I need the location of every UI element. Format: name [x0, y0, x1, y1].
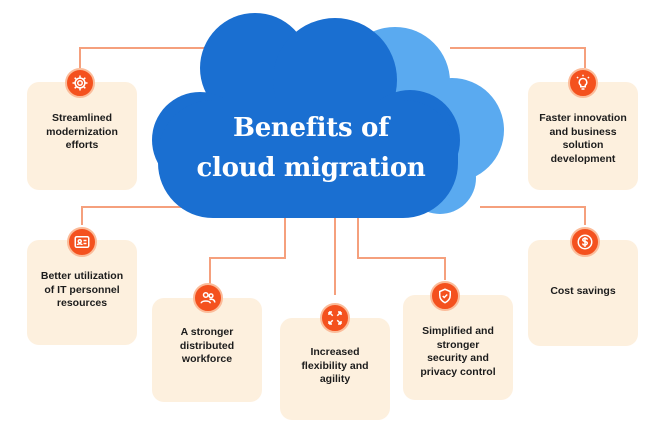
shield-check-icon [430, 281, 460, 311]
benefit-card-security: Simplified and stronger security and pri… [403, 295, 513, 400]
benefit-label: Increased flexibility and agility [301, 346, 369, 385]
cloud-front [152, 13, 460, 218]
benefit-label: Simplified and stronger security and pri… [420, 325, 496, 378]
connector-streamlined [79, 47, 215, 68]
connector-faster-innovation [450, 47, 586, 68]
benefit-label: A stronger distributed workforce [179, 326, 235, 365]
id-badge-icon [67, 227, 97, 257]
expand-arrows-icon [320, 303, 350, 333]
benefit-card-better-utilization: Better utilization of IT personnel resou… [27, 240, 137, 345]
benefit-card-flexibility: Increased flexibility and agility [280, 318, 390, 420]
benefit-label: Faster innovation and business solution … [539, 112, 627, 165]
benefit-card-cost-savings: Cost savings [528, 240, 638, 346]
benefit-card-streamlined: Streamlined modernization efforts [27, 82, 137, 190]
connector-cost-savings [480, 206, 586, 225]
benefit-label: Streamlined modernization efforts [46, 112, 118, 151]
lightbulb-icon [568, 68, 598, 98]
people-icon [193, 283, 223, 313]
benefit-card-workforce: A stronger distributed workforce [152, 298, 262, 402]
benefit-label: Cost savings [550, 285, 616, 297]
gear-icon [65, 68, 95, 98]
connector-workforce [209, 218, 286, 285]
diagram-title: Benefits of cloud migration [196, 113, 426, 183]
benefit-label: Better utilization of IT personnel resou… [40, 270, 124, 309]
connector-better-utilization [81, 206, 188, 225]
dollar-icon [570, 227, 600, 257]
connector-security [357, 218, 446, 280]
benefit-card-faster-innovation: Faster innovation and business solution … [528, 82, 638, 190]
